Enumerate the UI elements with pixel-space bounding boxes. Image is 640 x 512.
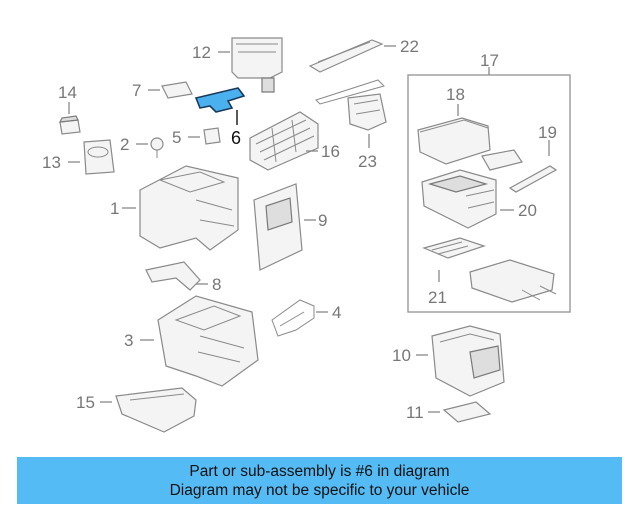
part-20 <box>421 169 497 229</box>
part-7 <box>161 81 193 99</box>
part-19 <box>508 165 558 193</box>
part-14 <box>58 115 81 135</box>
callout-7: 7 <box>132 81 141 100</box>
part-1 <box>139 165 239 251</box>
part-2 <box>150 137 164 158</box>
part-23 <box>315 79 387 131</box>
part-12 <box>231 37 283 93</box>
callout-11: 11 <box>406 403 424 422</box>
callout-23: 23 <box>358 152 377 171</box>
callout-18: 18 <box>446 85 465 104</box>
part-8 <box>145 261 201 291</box>
part-18 <box>417 117 491 165</box>
callout-21: 21 <box>428 288 447 307</box>
callout-17: 17 <box>480 51 499 70</box>
part-3 <box>157 295 259 387</box>
callout-22: 22 <box>400 37 419 56</box>
banner-line-1: Part or sub-assembly is #6 in diagram <box>189 462 450 480</box>
callout-1: 1 <box>110 199 119 218</box>
callout-6: 6 <box>231 128 241 148</box>
callout-13: 13 <box>42 153 61 172</box>
callout-9: 9 <box>318 211 327 230</box>
part-4 <box>271 299 315 337</box>
highlighted-part-6 <box>194 87 246 113</box>
callout-2: 2 <box>120 135 129 154</box>
part-5 <box>203 127 221 145</box>
callout-8: 8 <box>212 275 221 294</box>
part-22 <box>308 39 384 73</box>
callout-16: 16 <box>321 142 340 161</box>
callout-14: 14 <box>58 83 77 102</box>
callout-20: 20 <box>518 201 537 220</box>
callout-5: 5 <box>172 128 181 147</box>
part-15 <box>115 387 197 433</box>
callout-12: 12 <box>192 43 211 62</box>
part-11 <box>442 401 492 423</box>
callout-19: 19 <box>538 123 557 142</box>
callout-15: 15 <box>76 393 95 412</box>
callout-10: 10 <box>392 346 411 365</box>
parts-diagram: 17 12 22 23 7 6 14 2 <box>42 37 571 433</box>
part-16 <box>249 111 319 171</box>
part-18-hinge <box>481 149 523 171</box>
callout-4: 4 <box>332 303 341 322</box>
banner-line-2: Diagram may not be specific to your vehi… <box>169 481 470 499</box>
part-9 <box>253 183 303 271</box>
part-6 <box>194 87 246 113</box>
callout-3: 3 <box>124 331 133 350</box>
info-banner: Part or sub-assembly is #6 in diagram Di… <box>17 457 622 504</box>
part-21 <box>422 237 557 303</box>
part-13 <box>83 139 115 175</box>
part-10 <box>431 325 505 397</box>
